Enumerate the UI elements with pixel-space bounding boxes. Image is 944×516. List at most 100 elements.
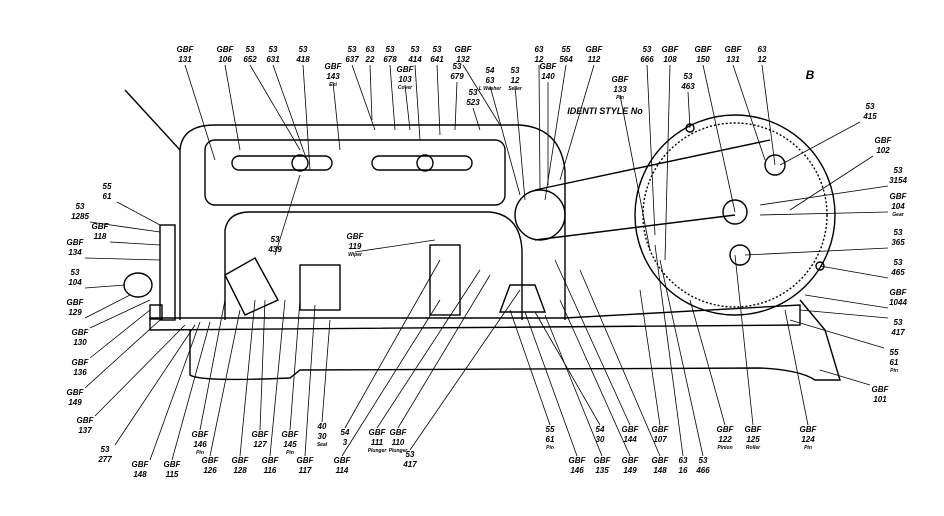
part-number: 12 bbox=[534, 55, 544, 64]
part-number: 149 bbox=[68, 398, 82, 407]
part-number: 104 bbox=[68, 278, 82, 287]
leader-line bbox=[472, 107, 481, 131]
part-prefix: GBF bbox=[744, 425, 762, 434]
leader-line bbox=[819, 265, 889, 279]
part-note: Seal bbox=[316, 442, 328, 448]
leader-line bbox=[94, 324, 186, 417]
part-number: 666 bbox=[640, 55, 654, 64]
leader-line bbox=[534, 311, 601, 426]
end-plate bbox=[159, 224, 176, 321]
hand-knob bbox=[123, 272, 153, 298]
slot-bolt bbox=[416, 154, 434, 172]
part-prefix: GBF bbox=[66, 238, 84, 247]
part-number: 1285 bbox=[71, 212, 89, 221]
part-note: Pin bbox=[890, 368, 898, 374]
part-note: Gear bbox=[892, 212, 904, 218]
leader-line bbox=[462, 64, 501, 126]
part-number: 150 bbox=[696, 55, 710, 64]
leader-line bbox=[759, 211, 889, 216]
part-prefix: GBF bbox=[76, 416, 94, 425]
part-number: 101 bbox=[873, 395, 887, 404]
leader-line bbox=[579, 269, 661, 457]
part-note: Wiper bbox=[348, 252, 362, 258]
part-prefix: GBF bbox=[661, 45, 679, 54]
leader-line bbox=[489, 85, 521, 196]
leader-line bbox=[687, 91, 691, 129]
leader-line bbox=[209, 309, 241, 457]
arrow-leader bbox=[124, 89, 181, 151]
leader-line bbox=[184, 64, 216, 161]
part-prefix: 53 bbox=[385, 45, 395, 54]
part-note: Pinion bbox=[717, 445, 733, 451]
leader-line bbox=[89, 221, 161, 233]
frame-arch bbox=[179, 124, 566, 320]
part-prefix: 53 bbox=[893, 258, 903, 267]
base-foot bbox=[189, 299, 841, 381]
part-prefix: 53 bbox=[893, 318, 903, 327]
part-prefix: 54 bbox=[485, 66, 495, 75]
part-number: 125 bbox=[746, 435, 760, 444]
leader-line bbox=[341, 299, 441, 457]
part-number: 277 bbox=[98, 455, 112, 464]
part-number: 133 bbox=[613, 85, 627, 94]
part-number: 134 bbox=[68, 248, 82, 257]
part-number: 103 bbox=[398, 75, 412, 84]
leader-line bbox=[84, 257, 161, 261]
part-prefix: 55 bbox=[561, 45, 571, 54]
leader-line bbox=[702, 64, 736, 213]
part-number: 108 bbox=[663, 55, 677, 64]
part-number: 140 bbox=[541, 72, 555, 81]
part-number: 135 bbox=[595, 466, 609, 475]
part-prefix: GBF bbox=[216, 45, 234, 54]
part-number: 3 bbox=[342, 438, 348, 447]
part-number: 61 bbox=[102, 192, 112, 201]
slot-right bbox=[371, 155, 473, 171]
part-prefix: GBF bbox=[889, 192, 907, 201]
leader-line bbox=[344, 259, 441, 429]
belt bbox=[534, 139, 771, 241]
part-prefix: GBF bbox=[231, 456, 249, 465]
leader-line bbox=[199, 299, 226, 431]
part-prefix: GBF bbox=[191, 430, 209, 439]
leader-line bbox=[554, 259, 631, 426]
part-prefix: 53 bbox=[298, 45, 308, 54]
leader-line bbox=[799, 309, 889, 319]
part-prefix: GBF bbox=[724, 45, 742, 54]
leader-line bbox=[274, 174, 301, 256]
part-number: 463 bbox=[681, 82, 695, 91]
leader-line bbox=[759, 185, 889, 206]
part-number: 641 bbox=[430, 55, 444, 64]
part-number: 466 bbox=[696, 466, 710, 475]
part-prefix: 63 bbox=[534, 45, 544, 54]
part-number: 102 bbox=[876, 146, 890, 155]
leader-line bbox=[272, 64, 306, 156]
part-prefix: 40 bbox=[317, 422, 327, 431]
part-prefix: GBF bbox=[889, 288, 907, 297]
part-prefix: GBF bbox=[91, 222, 109, 231]
leader-line bbox=[559, 64, 595, 181]
part-number: 122 bbox=[718, 435, 732, 444]
